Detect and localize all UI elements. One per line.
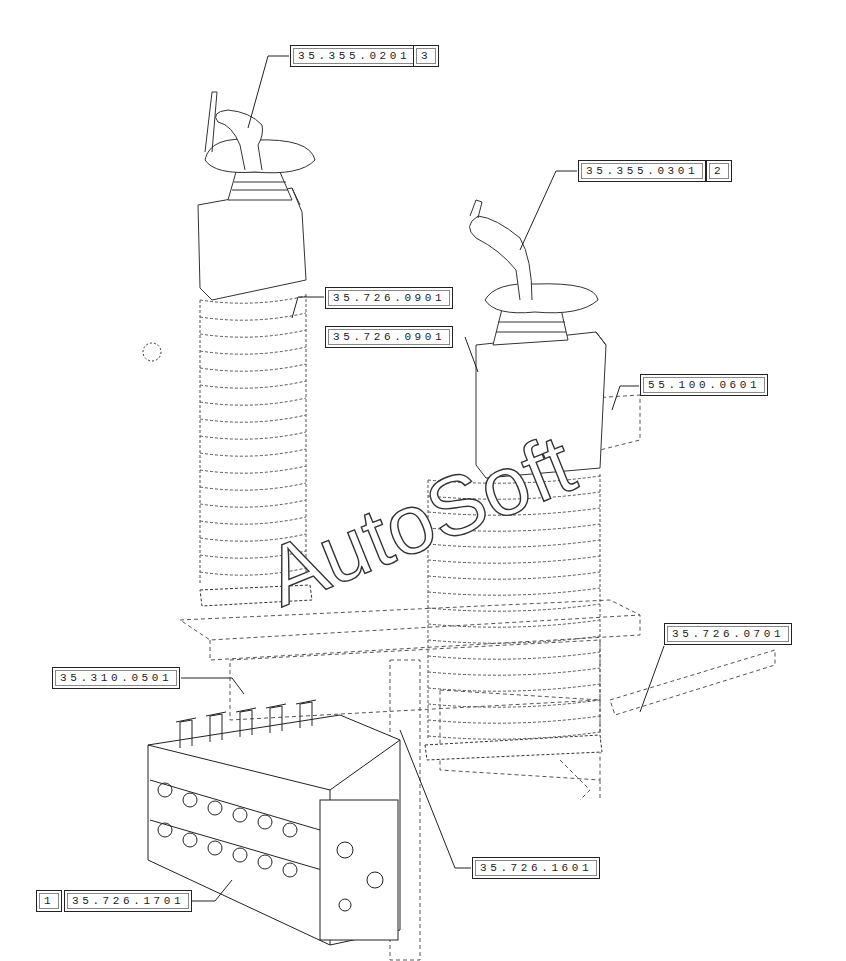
bellows-pleat xyxy=(428,716,600,723)
bellows-pleat xyxy=(200,347,306,354)
part-number: 35.726.0901 xyxy=(325,287,453,309)
bellows-pleat xyxy=(200,313,306,320)
part-label: 35.355.0301 xyxy=(586,165,698,177)
bellows-pleat xyxy=(428,572,600,579)
bellows-pleat xyxy=(428,668,600,675)
part-label: 35.310.0501 xyxy=(60,672,172,684)
callout-number: 3 xyxy=(413,45,439,67)
part-number: 35.726.0901 xyxy=(325,326,453,348)
part-number: 35.355.0201 xyxy=(290,45,418,67)
bellows-pleat xyxy=(200,381,306,388)
bellows-pleat xyxy=(200,449,306,456)
watermark: AutoSoft xyxy=(252,415,587,626)
part-number: 35.310.0501 xyxy=(52,667,180,689)
bellows-pleat xyxy=(200,483,306,490)
part-label: 35.726.1701 xyxy=(72,895,184,907)
bellows-pleat xyxy=(428,636,600,643)
part-number: 55.100.0601 xyxy=(640,374,768,396)
part-number: 35.355.0301 xyxy=(578,160,706,182)
bellows-pleat xyxy=(428,684,600,691)
part-number: 35.726.1701 xyxy=(64,890,192,912)
part-label: 3 xyxy=(421,50,431,62)
part-number: 35.726.1601 xyxy=(472,857,600,879)
part-label: 35.726.0701 xyxy=(672,628,784,640)
callout-number: 2 xyxy=(706,160,732,182)
bellows-pleat xyxy=(200,415,306,422)
bellows-pleat xyxy=(200,398,306,405)
callout-number: 1 xyxy=(36,890,62,912)
part-number: 35.726.0701 xyxy=(664,623,792,645)
bellows-pleat xyxy=(200,432,306,439)
bellows-pleat xyxy=(428,604,600,611)
part-label: 2 xyxy=(714,165,724,177)
part-label: 1 xyxy=(44,895,54,907)
bellows-pleat xyxy=(200,296,306,303)
bellows-pleat xyxy=(428,588,600,595)
bellows-pleat xyxy=(200,364,306,371)
part-label: 55.100.0601 xyxy=(648,379,760,391)
part-label: 35.355.0201 xyxy=(298,50,410,62)
leader-lines xyxy=(181,56,664,901)
part-label: 35.726.0901 xyxy=(333,292,445,304)
bellows-pleat xyxy=(200,466,306,473)
part-label: 35.726.0901 xyxy=(333,331,445,343)
bellows-pleat xyxy=(428,620,600,627)
bellows-pleat xyxy=(428,700,600,707)
bellows-pleat xyxy=(200,500,306,507)
part-label: 35.726.1601 xyxy=(480,862,592,874)
bellows-pleat xyxy=(428,652,600,659)
bellows-pleat xyxy=(200,330,306,337)
